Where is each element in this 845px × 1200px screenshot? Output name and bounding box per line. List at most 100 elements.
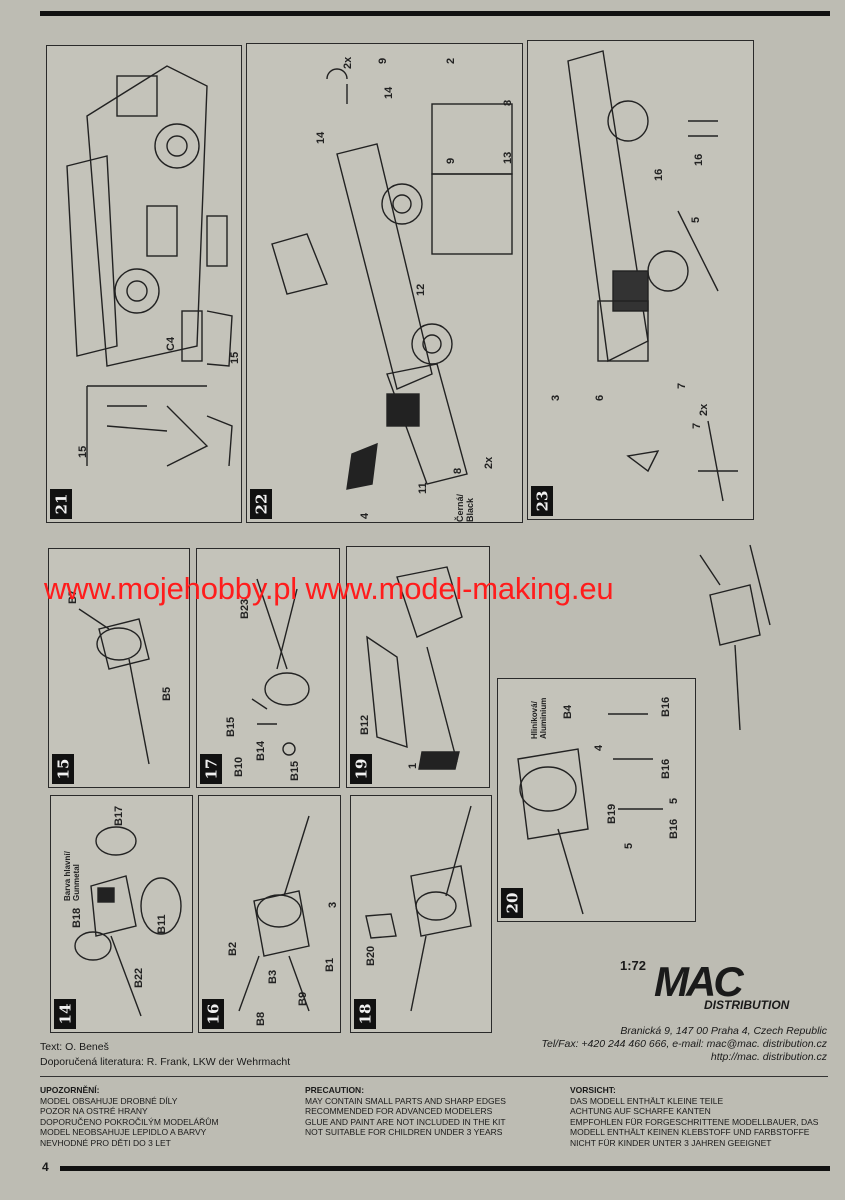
warning-en-line: GLUE AND PAINT ARE NOT INCLUDED IN THE K… <box>305 1116 506 1127</box>
label-b16b: B16 <box>660 758 672 779</box>
label-8b: 8 <box>452 467 464 474</box>
label-2x: 2x <box>698 403 710 416</box>
label-2x-a: 2x <box>342 56 354 69</box>
step-20-panel: Hliníková/ Aluminium B4 B16 B16 B16 B19 … <box>497 678 696 922</box>
credits-text-author: Text: O. Beneš <box>40 1041 109 1053</box>
top-rule <box>40 11 830 16</box>
truck-body-assembly-drawing <box>271 68 513 490</box>
logo-sub: DISTRIBUTION <box>704 998 790 1012</box>
label-gunmetal: Barva hlavní/ Gunmetal <box>63 851 81 901</box>
label-b14: B14 <box>255 740 267 761</box>
label-5a: 5 <box>668 797 680 804</box>
warning-en-line: RECOMMENDED FOR ADVANCED MODELERS <box>305 1106 493 1116</box>
label-5b: 5 <box>623 842 635 849</box>
step-badge-16: 16 <box>202 999 224 1029</box>
page-number: 4 <box>42 1160 49 1174</box>
label-1: 1 <box>407 762 419 769</box>
warning-de-title: VORSICHT: <box>570 1085 616 1095</box>
address-line2: Tel/Fax: +420 244 460 666, e-mail: mac@m… <box>541 1038 827 1050</box>
step-22-panel: 14 14 2x 9 2 9 8 13 12 4 11 8 2x Černá/ … <box>246 43 523 523</box>
label-4: 4 <box>359 512 371 519</box>
label-b10: B10 <box>233 756 245 777</box>
bottom-rule <box>60 1166 830 1171</box>
warning-cz-title: UPOZORNĚNÍ: <box>40 1085 100 1095</box>
label-b15a: B15 <box>225 716 237 737</box>
label-b15b: B15 <box>289 760 301 781</box>
truck-chassis-drawing <box>66 65 233 467</box>
label-4: 4 <box>593 744 605 751</box>
label-3: 3 <box>550 394 562 401</box>
label-7a: 7 <box>676 382 688 389</box>
step-14-panel: B17 Barva hlavní/ Gunmetal B18 B11 B22 1… <box>50 795 193 1033</box>
label-16b: 16 <box>653 168 665 181</box>
warning-en: PRECAUTION: MAY CONTAIN SMALL PARTS AND … <box>305 1085 506 1138</box>
label-b5: B5 <box>161 686 173 701</box>
credits: Text: O. Beneš Doporučená literatura: R.… <box>40 1040 290 1070</box>
label-c4: C4 <box>165 336 177 351</box>
step-badge-19: 19 <box>350 754 372 784</box>
step-badge-17: 17 <box>200 754 222 784</box>
step-badge-23: 23 <box>531 486 553 516</box>
gun-sketch-right <box>699 544 771 731</box>
logo-scale: 1:72 <box>620 958 647 973</box>
warning-cz: UPOZORNĚNÍ: MODEL OBSAHUJE DROBNÉ DÍLY P… <box>40 1085 219 1148</box>
label-15a: 15 <box>229 351 241 364</box>
label-b17: B17 <box>113 805 125 826</box>
label-b3: B3 <box>267 969 279 984</box>
logo-mark: MAC <box>654 958 744 1005</box>
gun-carriage-drawing-20 <box>517 713 663 915</box>
label-7b: 7 <box>691 422 703 429</box>
warning-en-title: PRECAUTION: <box>305 1085 365 1095</box>
step-15-panel: B7 B5 15 <box>48 548 190 788</box>
warning-de-line: NICHT FÜR KINDER UNTER 3 JAHREN GEEIGNET <box>570 1137 772 1148</box>
truck-cab-assembly-drawing <box>567 50 738 502</box>
label-12: 12 <box>415 283 427 296</box>
gun-assembly-drawing-14 <box>74 826 182 1017</box>
gun-shield-drawing-19 <box>366 566 463 770</box>
credits-literature: Doporučená literatura: R. Frank, LKW der… <box>40 1056 291 1068</box>
label-11: 11 <box>417 482 429 494</box>
warning-de-line: MODELL ENTHÄLT KEINEN KLEBSTOFF UND FARB… <box>570 1127 810 1137</box>
label-8a: 8 <box>502 99 514 106</box>
label-b11: B11 <box>156 914 168 934</box>
step-badge-22: 22 <box>250 489 272 519</box>
step-badge-20: 20 <box>501 888 523 918</box>
label-3: 3 <box>327 901 339 908</box>
warning-de: VORSICHT: DAS MODELL ENTHÄLT KLEINE TEIL… <box>570 1085 818 1148</box>
label-b18: B18 <box>71 907 83 928</box>
step-18-panel: B20 18 <box>350 795 492 1033</box>
warning-en-line: NOT SUITABLE FOR CHILDREN UNDER 3 YEARS <box>305 1127 503 1137</box>
warning-de-line: EMPFOHLEN FÜR FORGESCHRITTENE MODELLBAUE… <box>570 1116 819 1127</box>
mac-distribution-logo: 1:72 MAC DISTRIBUTION <box>620 958 790 1016</box>
company-address: Branická 9, 147 00 Praha 4, Czech Republ… <box>542 1025 827 1064</box>
label-2: 2 <box>445 57 457 64</box>
label-b22: B22 <box>133 967 145 988</box>
step-badge-18: 18 <box>354 999 376 1029</box>
label-16a: 16 <box>693 153 705 166</box>
gun-assembly-drawing-18 <box>365 805 472 1012</box>
warning-cz-line: MODEL NEOBSAHUJE LEPIDLO A BARVY <box>40 1127 207 1137</box>
label-b12: B12 <box>359 714 371 735</box>
label-b4: B4 <box>562 704 574 719</box>
label-9b: 9 <box>445 157 457 164</box>
label-b19: B19 <box>606 803 618 824</box>
label-9a: 9 <box>377 57 389 64</box>
step-badge-15: 15 <box>52 754 74 784</box>
label-2x-b: 2x <box>483 456 495 469</box>
step-17-panel: B23 B15 B10 B14 B15 17 <box>196 548 340 788</box>
label-aluminium: Hliníková/ Aluminium <box>530 697 548 739</box>
label-b9: B9 <box>297 991 309 1006</box>
warning-de-line: DAS MODELL ENTHÄLT KLEINE TEILE <box>570 1095 724 1106</box>
label-b16c: B16 <box>668 818 680 839</box>
warning-cz-line: DOPORUČENO POKROČILÝM MODELÁŘŮM <box>40 1116 219 1127</box>
gun-mount-drawing-15 <box>78 608 150 765</box>
watermark-text: www.mojehobby.pl www.model-making.eu <box>44 571 614 606</box>
warning-cz-line: MODEL OBSAHUJE DROBNÉ DÍLY <box>40 1095 178 1106</box>
footer-divider <box>40 1076 828 1077</box>
warning-cz-line: POZOR NA OSTRÉ HRANY <box>40 1106 148 1116</box>
step-16-panel: B2 B3 B8 B9 B1 3 16 <box>198 795 341 1033</box>
label-6: 6 <box>594 394 606 401</box>
label-black-color: Černá/ Black <box>455 493 475 522</box>
gun-mount-drawing-17 <box>251 578 310 756</box>
label-14a: 14 <box>315 131 327 144</box>
